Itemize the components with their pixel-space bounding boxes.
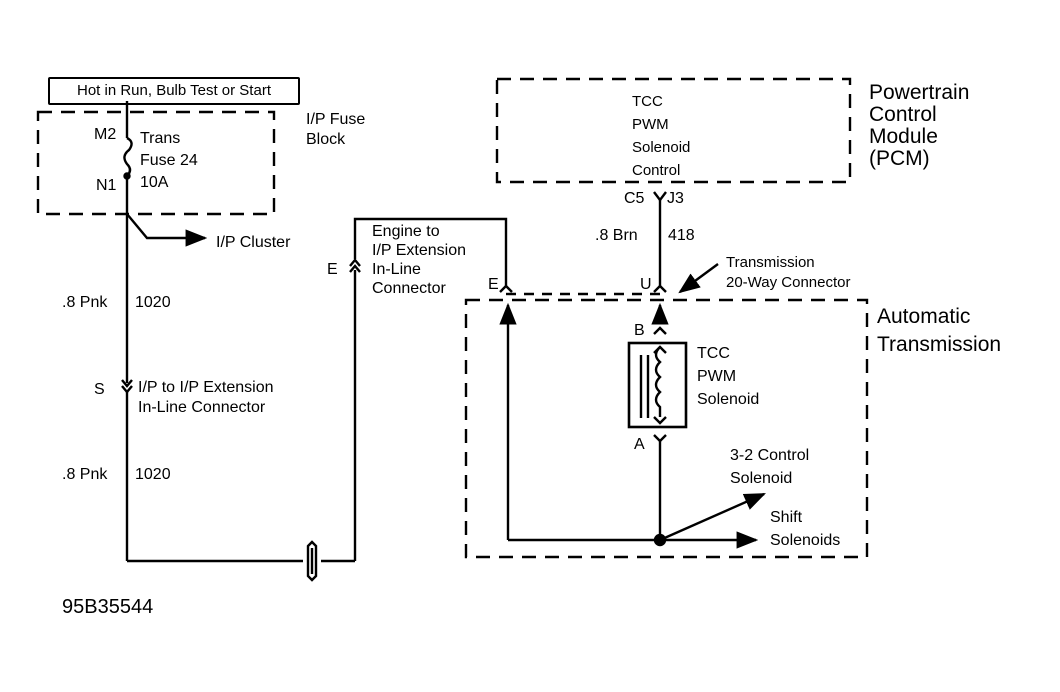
connector-a-symbol — [653, 434, 667, 443]
coil-symbol — [654, 346, 662, 417]
trans-connector-label: Transmission 20-Way Connector — [726, 254, 851, 291]
connector-e-right-symbol — [499, 284, 513, 293]
pcm-outline — [495, 77, 852, 184]
connector-s-label: I/P to I/P Extension In-Line Connector — [138, 379, 274, 416]
connector-e-left-pin: E — [327, 261, 338, 278]
fuse-label: Trans Fuse 24 10A — [140, 130, 198, 191]
connector-e-left-symbol — [349, 258, 361, 273]
wire2-circuit: 1020 — [135, 466, 171, 483]
tcc-solenoid-label: TCC PWM Solenoid — [697, 345, 760, 408]
transmission-outline — [464, 298, 869, 559]
ip-cluster-label: I/P Cluster — [216, 234, 291, 251]
figure-id: 95B35544 — [62, 596, 154, 618]
connector-pointer — [678, 263, 719, 294]
fuse-block-outline — [36, 110, 276, 216]
shift-solenoids-label: Shift Solenoids — [770, 509, 841, 549]
pcm-pin-j3: J3 — [667, 190, 684, 207]
connector-u-symbol — [653, 284, 667, 293]
connector-u-pin: U — [640, 276, 652, 293]
connector-b-symbol — [653, 326, 667, 335]
wire1-circuit: 1020 — [135, 294, 171, 311]
wire-32-solenoid — [659, 492, 766, 542]
wire3-circuit: 418 — [668, 227, 695, 244]
wire3-gauge: .8 Brn — [595, 227, 638, 244]
wire1-gauge: .8 Pnk — [62, 294, 108, 311]
solenoid-pin-a: A — [634, 436, 645, 453]
wire-top-e — [353, 217, 508, 286]
fuse-block-label: I/P Fuse Block — [306, 111, 366, 148]
connector-s-pin: S — [94, 381, 105, 398]
transmission-label: Automatic Transmission — [877, 305, 1002, 356]
pcm-function-label: TCC PWM Solenoid Control — [632, 93, 691, 179]
power-source-label: Hot in Run, Bulb Test or Start — [48, 77, 300, 105]
connector-e-right-pin: E — [488, 276, 499, 293]
fuse-symbol — [123, 136, 133, 177]
wire2-gauge: .8 Pnk — [62, 466, 108, 483]
control-solenoid-label: 3-2 Control Solenoid — [730, 447, 810, 487]
pcm-pin-c5: C5 — [624, 190, 645, 207]
wire-ip-cluster — [126, 213, 208, 247]
solenoid-pin-b: B — [634, 322, 645, 339]
pcm-label: Powertrain Control Module (PCM) — [869, 81, 970, 170]
connector-c5-symbol — [653, 191, 667, 202]
terminal-m2: M2 — [94, 126, 117, 143]
tcc-solenoid-box — [627, 341, 688, 429]
connector-e-label: Engine to I/P Extension In-Line Connecto… — [372, 223, 466, 297]
splice-symbol — [306, 540, 318, 582]
terminal-n1: N1 — [96, 177, 117, 194]
